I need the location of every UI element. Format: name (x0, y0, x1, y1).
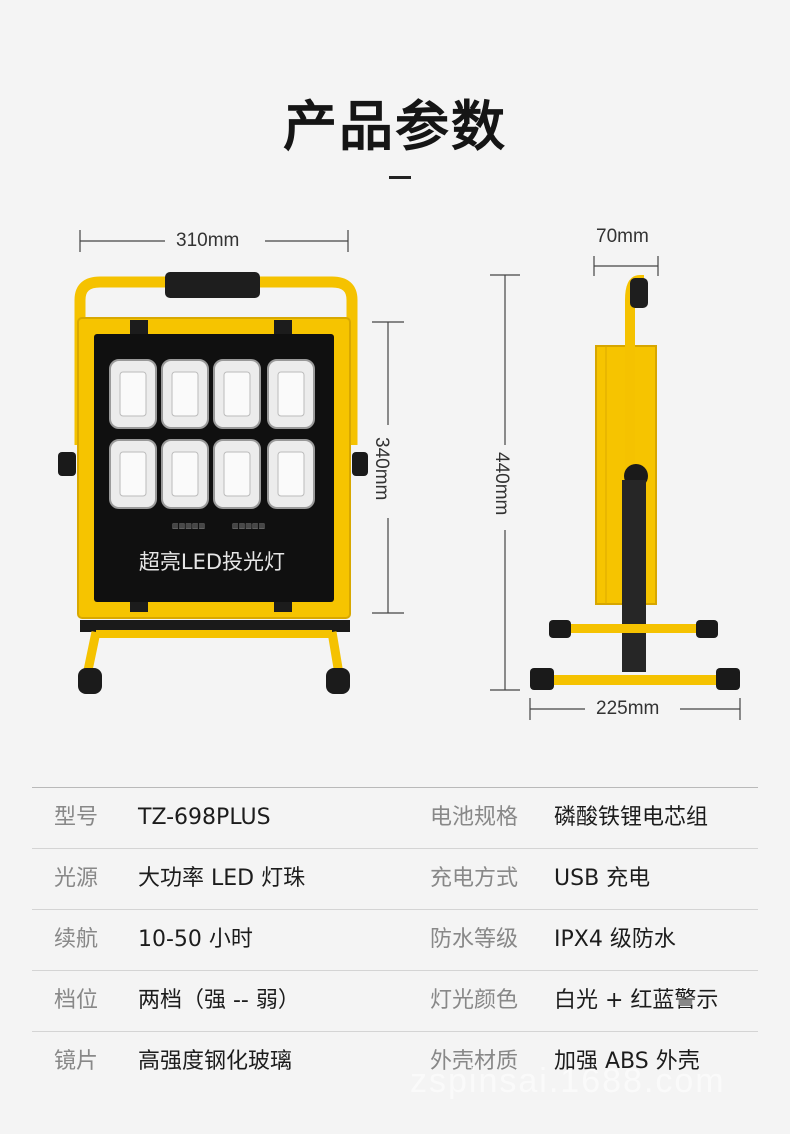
page-title: 产品参数 (283, 95, 507, 158)
spec-value: 加强 ABS 外壳 (554, 1049, 700, 1074)
spec-key: 灯光颜色 (430, 988, 519, 1013)
specs-table: 型号 TZ-698PLUS 电池规格 磷酸铁锂电芯组 光源 大功率 LED 灯珠… (32, 787, 758, 1092)
side-upper-foot-bar (560, 624, 710, 633)
side-lower-foot-bar (540, 675, 730, 685)
front-height-dimension-line (372, 321, 404, 614)
panel-small-right: ▥▥▥▥▥ (232, 522, 265, 530)
side-base-label: 225mm (596, 698, 660, 719)
spec-value: 10-50 小时 (138, 927, 253, 952)
spec-key: 续航 (54, 927, 99, 952)
side-base-dimension-line (529, 698, 741, 720)
spec-key: 充电方式 (430, 866, 519, 891)
spec-key: 防水等级 (430, 927, 519, 952)
product-diagram: ▥▥▥▥▥ ▥▥▥▥▥ 超亮LED投光灯 (58, 230, 741, 720)
spec-value: 两档（强 -- 弱） (138, 988, 300, 1013)
spec-row: 档位 两档（强 -- 弱） 灯光颜色 白光 + 红蓝警示 (32, 971, 758, 1032)
spec-value: TZ-698PLUS (138, 805, 271, 830)
side-view (490, 256, 741, 720)
right-knob (352, 452, 368, 476)
side-height-dimension-line (490, 274, 520, 691)
handle-grip (165, 272, 260, 298)
front-view: ▥▥▥▥▥ ▥▥▥▥▥ 超亮LED投光灯 (58, 230, 404, 694)
side-height-label: 440mm (491, 452, 512, 516)
spec-key: 镜片 (54, 1049, 99, 1074)
spec-value: 白光 + 红蓝警示 (554, 988, 719, 1013)
panel-small-left: ▥▥▥▥▥ (172, 522, 205, 530)
panel-text: 超亮LED投光灯 (139, 550, 285, 574)
title-divider (389, 176, 411, 179)
front-base-bar (80, 620, 350, 632)
spec-key: 电池规格 (430, 805, 519, 830)
spec-row: 续航 10-50 小时 防水等级 IPX4 级防水 (32, 910, 758, 971)
spec-row: 镜片 高强度钢化玻璃 外壳材质 加强 ABS 外壳 (32, 1032, 758, 1092)
spec-key: 光源 (54, 866, 99, 891)
spec-row: 型号 TZ-698PLUS 电池规格 磷酸铁锂电芯组 (32, 788, 758, 849)
spec-key: 外壳材质 (430, 1049, 519, 1074)
front-width-label: 310mm (176, 230, 240, 251)
spec-value: IPX4 级防水 (554, 927, 676, 952)
spec-value: USB 充电 (554, 866, 651, 891)
front-width-dimension-line (79, 230, 349, 252)
spec-value: 高强度钢化玻璃 (138, 1049, 293, 1074)
side-depth-label: 70mm (596, 226, 649, 247)
spec-key: 档位 (54, 988, 99, 1013)
front-height-label: 340mm (371, 437, 392, 501)
spec-value: 磷酸铁锂电芯组 (554, 805, 709, 830)
spec-row: 光源 大功率 LED 灯珠 充电方式 USB 充电 (32, 849, 758, 910)
side-stand-post (622, 480, 646, 672)
side-depth-dimension-line (593, 256, 659, 276)
front-foot-right (326, 668, 350, 694)
left-knob (58, 452, 76, 476)
watermark: zspinsai.1688.com (410, 1062, 726, 1100)
spec-value: 大功率 LED 灯珠 (138, 866, 306, 891)
spec-key: 型号 (54, 805, 99, 830)
front-foot-left (78, 668, 102, 694)
